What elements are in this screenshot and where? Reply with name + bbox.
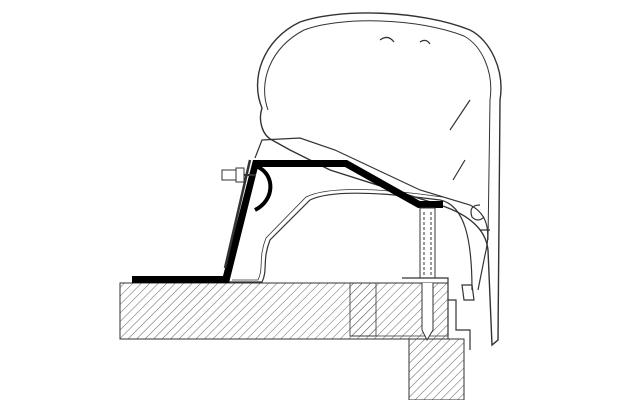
edge-profile bbox=[402, 277, 475, 350]
screw-icon bbox=[419, 207, 436, 342]
side-wall bbox=[408, 338, 465, 400]
bracket-clip bbox=[253, 165, 273, 212]
cover-plate bbox=[223, 159, 252, 269]
profile-curve bbox=[228, 192, 473, 291]
housing-ribs bbox=[379, 36, 490, 231]
roof-slab bbox=[119, 282, 449, 340]
housing-inner bbox=[264, 20, 492, 241]
awning-housing bbox=[256, 12, 502, 347]
adapter-rail bbox=[254, 137, 489, 291]
